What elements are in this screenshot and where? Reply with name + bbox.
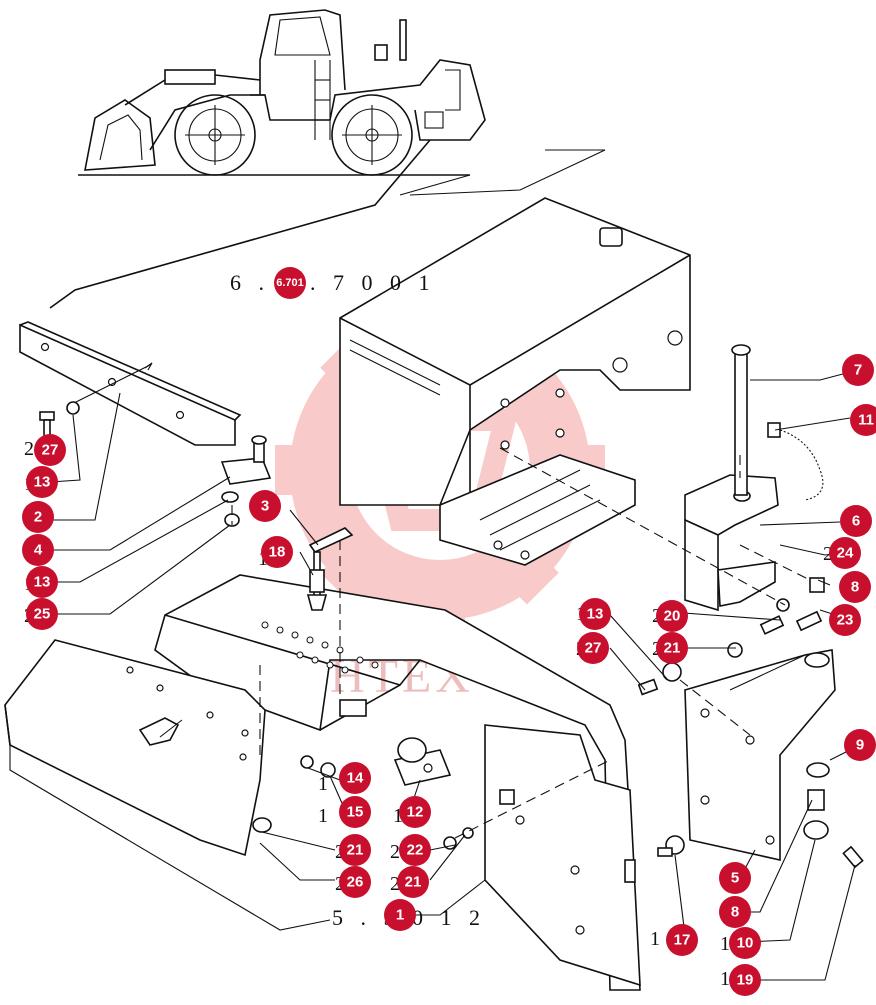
callout-21-mid[interactable]: 21 (397, 866, 429, 898)
callout-12[interactable]: 12 (399, 796, 431, 828)
callout-20[interactable]: 20 (656, 600, 688, 632)
callout-4[interactable]: 4 (22, 534, 54, 566)
svg-text:22: 22 (407, 842, 424, 859)
svg-text:23: 23 (837, 612, 854, 629)
callout-22[interactable]: 22 (399, 834, 431, 866)
callout-1[interactable]: 1 (384, 899, 416, 931)
latch-parts (306, 527, 367, 717)
callout-13-left-upper[interactable]: 13 (26, 466, 58, 498)
callout-8-upper[interactable]: 8 (839, 571, 871, 603)
assembly-lines (231, 447, 811, 839)
svg-text:2: 2 (390, 873, 400, 895)
callout-13-right[interactable]: 13 (579, 598, 611, 630)
svg-text:6: 6 (852, 513, 860, 530)
svg-text:20: 20 (664, 608, 681, 625)
overview-leader (49, 139, 431, 309)
callout-11[interactable]: 11 (850, 404, 876, 436)
svg-text:8: 8 (851, 579, 859, 596)
side-plate (684, 649, 836, 861)
svg-text:4: 4 (34, 542, 43, 559)
svg-text:1: 1 (720, 933, 730, 955)
svg-text:11: 11 (858, 412, 874, 429)
svg-text:27: 27 (585, 640, 602, 657)
callout-2[interactable]: 2 (22, 501, 54, 533)
overview-leader-thin (399, 149, 606, 196)
svg-text:26: 26 (347, 874, 364, 891)
svg-text:2: 2 (24, 438, 34, 460)
svg-text:6.701: 6.701 (276, 277, 304, 289)
svg-text:2: 2 (390, 841, 400, 863)
svg-text:24: 24 (837, 545, 854, 562)
svg-text:21: 21 (405, 874, 422, 891)
svg-text:1: 1 (318, 805, 328, 827)
right-hardware (443, 577, 864, 869)
svg-text:15: 15 (347, 804, 364, 821)
svg-text:1: 1 (720, 968, 730, 990)
callout-13-left-lower[interactable]: 13 (26, 566, 58, 598)
svg-text:27: 27 (42, 442, 59, 459)
svg-text:18: 18 (269, 544, 286, 561)
svg-text:1: 1 (396, 907, 404, 924)
svg-text:3: 3 (261, 498, 269, 515)
callout-18[interactable]: 18 (261, 536, 293, 568)
svg-text:5: 5 (731, 870, 739, 887)
callout-5[interactable]: 5 (719, 862, 751, 894)
callout-19[interactable]: 19 (729, 964, 761, 996)
wheel-loader-overview (78, 9, 486, 176)
callout-15[interactable]: 15 (339, 796, 371, 828)
svg-text:21: 21 (664, 640, 681, 657)
battery-switch (300, 737, 452, 786)
svg-text:21: 21 (347, 842, 364, 859)
svg-text:1: 1 (393, 805, 403, 827)
callout-14[interactable]: 14 (339, 762, 371, 794)
callout-21-right[interactable]: 21 (656, 632, 688, 664)
svg-text:25: 25 (34, 606, 51, 623)
bolt-left (39, 401, 80, 439)
callout-tank-ref[interactable]: 6.701 (274, 267, 306, 299)
callout-27-left[interactable]: 27 (34, 434, 66, 466)
callout-25[interactable]: 25 (26, 598, 58, 630)
callout-9[interactable]: 9 (844, 729, 876, 761)
svg-text:17: 17 (674, 932, 691, 949)
svg-text:2: 2 (823, 543, 833, 565)
callout-23[interactable]: 23 (829, 604, 861, 636)
svg-text:14: 14 (347, 770, 364, 787)
svg-text:1: 1 (650, 928, 660, 950)
mudguard (4, 639, 272, 857)
svg-text:8: 8 (731, 904, 739, 921)
svg-text:7: 7 (854, 362, 862, 379)
svg-text:9: 9 (856, 737, 864, 754)
svg-text:12: 12 (407, 804, 424, 821)
svg-text:19: 19 (737, 972, 754, 989)
callout-6[interactable]: 6 (840, 505, 872, 537)
callout-3[interactable]: 3 (249, 490, 281, 522)
svg-text:10: 10 (737, 935, 754, 952)
callout-7[interactable]: 7 (842, 354, 874, 386)
hinge-bracket (684, 344, 824, 612)
callout-10[interactable]: 10 (729, 927, 761, 959)
callout-17[interactable]: 17 (666, 924, 698, 956)
svg-text:13: 13 (587, 606, 604, 623)
svg-text:13: 13 (34, 474, 51, 491)
callout-24[interactable]: 24 (829, 537, 861, 569)
callout-21-left[interactable]: 21 (339, 834, 371, 866)
callout-8-lower[interactable]: 8 (719, 896, 751, 928)
fuel-tank (339, 197, 691, 566)
svg-text:1: 1 (318, 773, 328, 795)
callout-27-right[interactable]: 27 (577, 632, 609, 664)
mounting-bar (19, 321, 242, 446)
svg-text:13: 13 (34, 574, 51, 591)
svg-text:2: 2 (34, 509, 42, 526)
callout-26[interactable]: 26 (339, 866, 371, 898)
tank-reference: 6 . 6 . 7 0 0 1 (230, 270, 436, 295)
clamp-plate (220, 435, 272, 527)
battery-box (154, 574, 641, 991)
